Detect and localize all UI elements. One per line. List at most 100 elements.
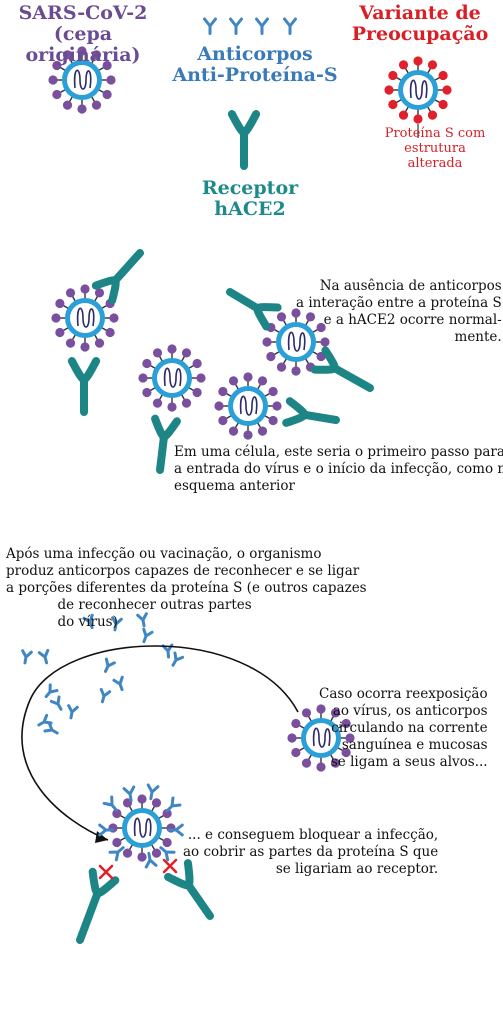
bound-antibody-2: [122, 785, 136, 803]
antibody-shape: [142, 627, 154, 644]
spike-protein: [109, 313, 119, 323]
arrowhead: [95, 831, 108, 843]
free-antibody-1: [82, 613, 94, 630]
spike-protein: [427, 110, 438, 120]
viral-envelope: [276, 322, 316, 362]
legend-antibody-1: [203, 17, 217, 35]
receptor-binding-2: [67, 357, 101, 416]
viral-envelope: [122, 808, 162, 848]
spike-protein: [291, 747, 301, 758]
spike-protein: [51, 313, 61, 323]
spike-protein: [80, 342, 90, 352]
note-no-antibodies: Na ausência de anticorpos a interação en…: [296, 278, 502, 345]
spike-protein: [291, 308, 301, 318]
antibody-shape: [159, 846, 176, 862]
bound-antibody-4: [165, 796, 182, 813]
spike-protein: [102, 89, 112, 100]
spike-protein: [142, 387, 152, 398]
antibody-shape: [44, 683, 59, 699]
spike-protein: [55, 327, 65, 338]
antibody-shape: [99, 687, 112, 704]
spike-protein: [388, 99, 398, 110]
virus-binding-3: [138, 344, 206, 412]
free-antibody-4: [142, 627, 154, 644]
spike-protein: [62, 100, 73, 110]
antibody-shape: [165, 796, 182, 813]
block-mark-2: [162, 858, 178, 874]
virus-binding-2: [262, 308, 330, 376]
spike-protein: [138, 373, 148, 383]
receptor-stalk: [184, 881, 214, 920]
spike-protein: [196, 373, 206, 383]
spike-protein: [105, 327, 115, 338]
spike-protein: [152, 348, 163, 358]
spike-protein: [228, 376, 239, 386]
note-cell-entry: Em uma célula, este seria o primeiro pas…: [174, 444, 503, 494]
spike-protein: [77, 46, 87, 56]
altered-spike-label: Proteína S com estrutura alterada: [384, 126, 486, 171]
spike-protein: [438, 70, 448, 81]
spike-protein: [341, 747, 351, 758]
antibody-shape: [112, 675, 124, 692]
bound-antibody-3: [146, 783, 160, 801]
spike-protein: [48, 75, 58, 85]
free-antibody-6: [37, 648, 50, 665]
spike-protein: [330, 708, 341, 718]
variant-title: Variante de Preocupação: [351, 2, 489, 45]
free-antibody-16: [43, 721, 59, 735]
antibodies-title: Anticorpos Anti-Proteína-S: [172, 43, 338, 86]
free-antibody-7: [103, 657, 116, 673]
viral-rna: [76, 307, 95, 328]
spike-protein: [94, 338, 105, 348]
free-antibody-10: [112, 675, 124, 692]
spike-protein: [301, 758, 312, 768]
bound-antibody-9: [144, 851, 158, 869]
legend-antibody-2: [229, 17, 243, 35]
spike-protein: [106, 75, 116, 85]
spike-protein: [192, 387, 202, 398]
spike-protein: [413, 114, 423, 124]
antibody-shape: [102, 795, 118, 812]
reexposure-arrow: [21, 645, 299, 841]
spike-protein: [151, 848, 162, 858]
spike-protein: [214, 401, 224, 411]
receptor-binding-4: [310, 346, 374, 392]
viral-rna: [73, 69, 92, 90]
spike-protein: [266, 351, 276, 362]
antibody-shape: [37, 648, 50, 665]
free-antibody-2: [111, 616, 123, 632]
blocked-mark: [98, 864, 114, 880]
viral-envelope: [228, 386, 268, 426]
antibody-shape: [67, 704, 79, 720]
note-reexposure: Caso ocorra reexposição ao vírus, os ant…: [319, 686, 488, 770]
legend-antibody-3: [255, 17, 269, 35]
spike-protein: [398, 60, 409, 70]
viral-rna: [287, 331, 306, 352]
antibody-shape: [111, 616, 123, 632]
blocked-mark: [162, 858, 178, 874]
block-mark-1: [98, 864, 114, 880]
spike-protein: [218, 386, 228, 397]
antibody-shape: [43, 721, 59, 735]
receptor-stalk: [76, 889, 102, 944]
spike-protein: [301, 708, 312, 718]
spike-protein: [388, 70, 398, 81]
spike-protein: [305, 312, 316, 322]
spike-protein: [291, 366, 301, 376]
receptor-stalk: [330, 364, 374, 392]
spike-protein: [142, 358, 152, 369]
spike-protein: [91, 50, 102, 60]
antibody-shape: [146, 783, 160, 801]
receptor-stalk: [300, 410, 340, 424]
receptor-binding-5: [151, 414, 181, 474]
antibody-shape: [122, 785, 136, 803]
spike-protein: [438, 99, 448, 110]
spike-protein: [62, 50, 73, 60]
spike-protein: [122, 848, 133, 858]
receptor-blocked-2: [164, 859, 214, 920]
spike-protein: [272, 401, 282, 411]
spike-protein: [257, 376, 268, 386]
spike-protein: [442, 85, 452, 95]
spike-protein: [112, 837, 122, 848]
